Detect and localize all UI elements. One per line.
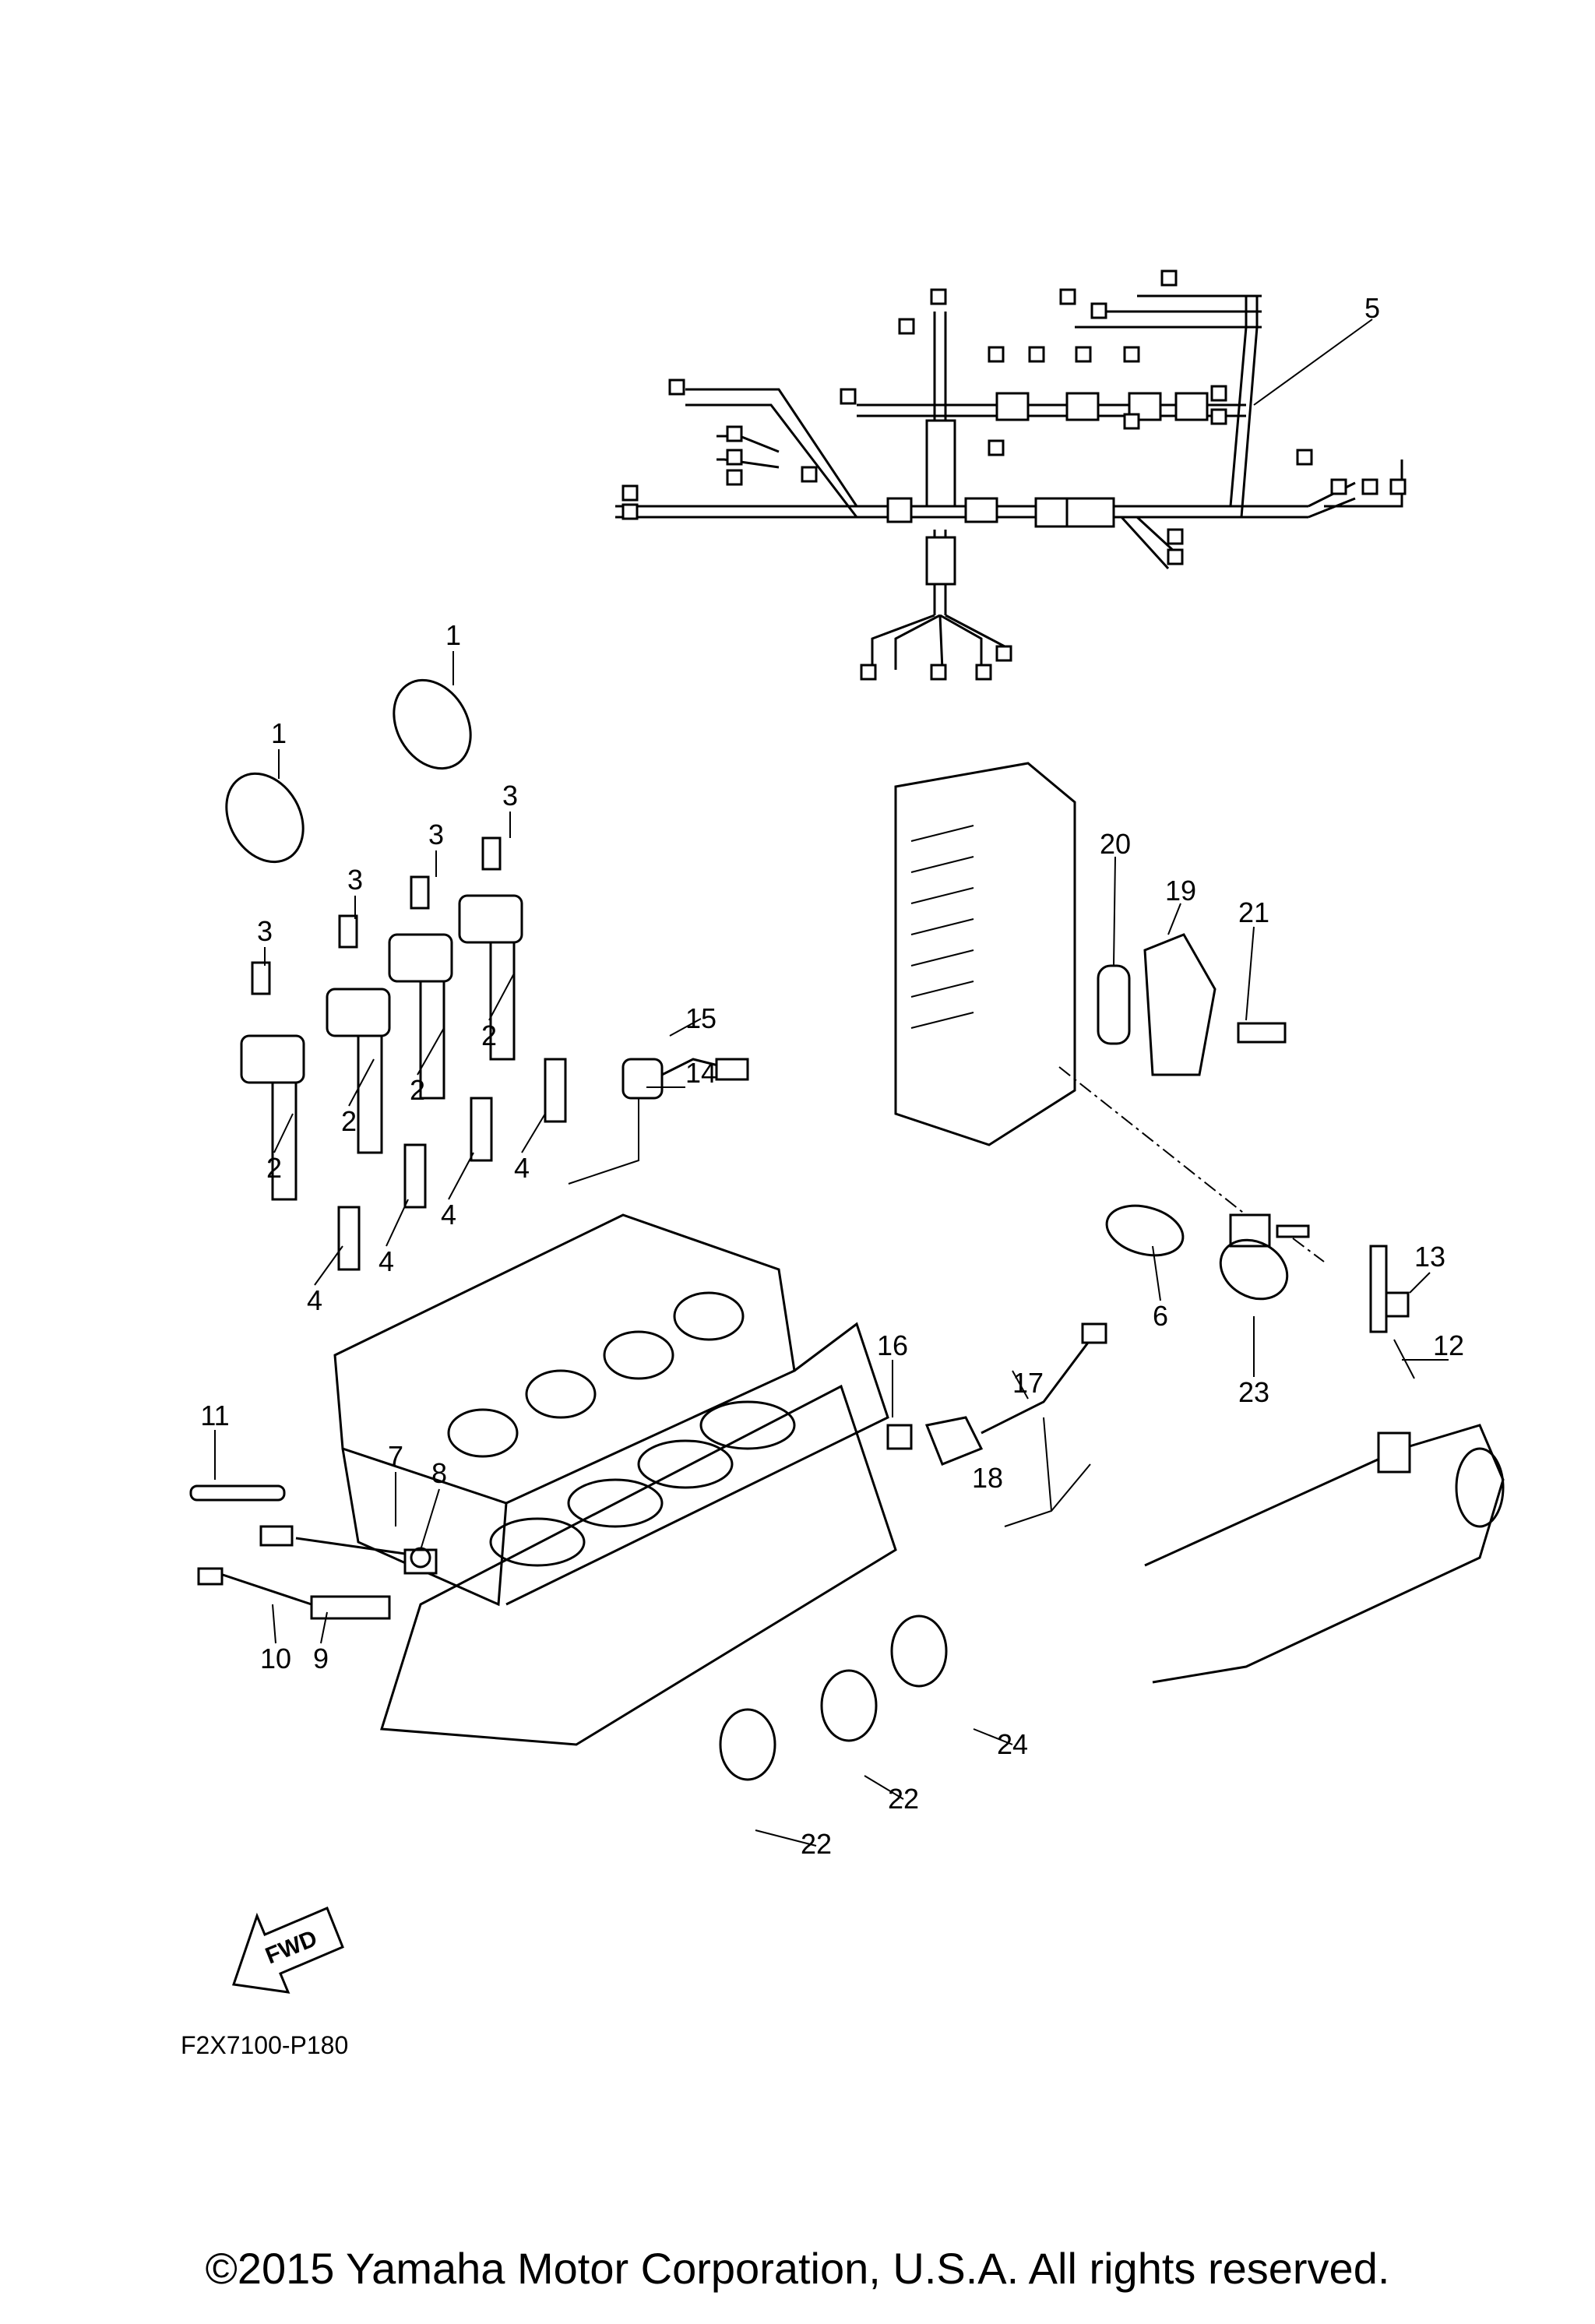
callout-number: 3 — [347, 864, 364, 896]
cable-ties — [719, 1204, 1289, 1781]
callout-number: 14 — [685, 1057, 717, 1089]
callout-number: 24 — [996, 1728, 1029, 1760]
figure-code: F2X7100-P180 — [181, 2031, 349, 2059]
callout-number: 3 — [428, 819, 445, 850]
callout-number: 18 — [971, 1462, 1004, 1494]
callout-number: 9 — [312, 1643, 329, 1674]
cylinder-block — [333, 1213, 897, 1746]
callout-number: 4 — [513, 1152, 530, 1184]
leader-lines — [214, 651, 1449, 1847]
callout-number: 17 — [1012, 1367, 1044, 1399]
callout-number: 4 — [306, 1284, 323, 1316]
callout-number: 15 — [685, 1002, 717, 1034]
callout-number: 2 — [340, 1105, 357, 1137]
callout-number: 5 — [1364, 292, 1381, 324]
callout-number: 2 — [409, 1074, 426, 1106]
callout-number: 22 — [887, 1783, 920, 1815]
callout-number: 3 — [256, 915, 273, 947]
callout-number: 6 — [1152, 1300, 1169, 1332]
callout-number: 19 — [1164, 875, 1197, 907]
callout-number: 10 — [259, 1643, 292, 1674]
callout-number: 3 — [502, 780, 519, 812]
callout-number: 16 — [876, 1329, 909, 1361]
callout-number: 4 — [378, 1245, 395, 1277]
callout-number: 13 — [1414, 1241, 1446, 1273]
electrical-bracket — [894, 762, 1287, 1146]
callout-number: 1 — [445, 619, 462, 651]
exhaust-pipe — [1144, 1424, 1505, 1684]
copyright-notice: ©2015 Yamaha Motor Corporation, U.S.A. A… — [205, 2244, 1390, 2293]
callout-number: 7 — [387, 1440, 404, 1472]
fwd-arrow-icon: FWD — [231, 1907, 344, 1994]
wire-harness — [615, 269, 1407, 681]
callout-number: 20 — [1099, 828, 1132, 860]
sensors — [189, 1058, 1410, 1620]
callout-number: 4 — [440, 1199, 457, 1231]
coil-bolts — [251, 836, 502, 995]
callout-number: 2 — [266, 1152, 283, 1184]
callout-number: 1 — [270, 717, 287, 749]
callout-number: 21 — [1238, 896, 1270, 928]
callout-number: 12 — [1432, 1329, 1465, 1361]
callout-number: 8 — [431, 1457, 448, 1489]
callout-number: 11 — [200, 1400, 230, 1431]
hose-bands — [225, 678, 472, 864]
callout-number: 2 — [481, 1019, 498, 1051]
callout-number: 23 — [1238, 1376, 1270, 1408]
spark-plugs — [337, 1058, 567, 1271]
callout-number: 22 — [800, 1828, 833, 1860]
ignition-coils — [240, 894, 523, 1201]
